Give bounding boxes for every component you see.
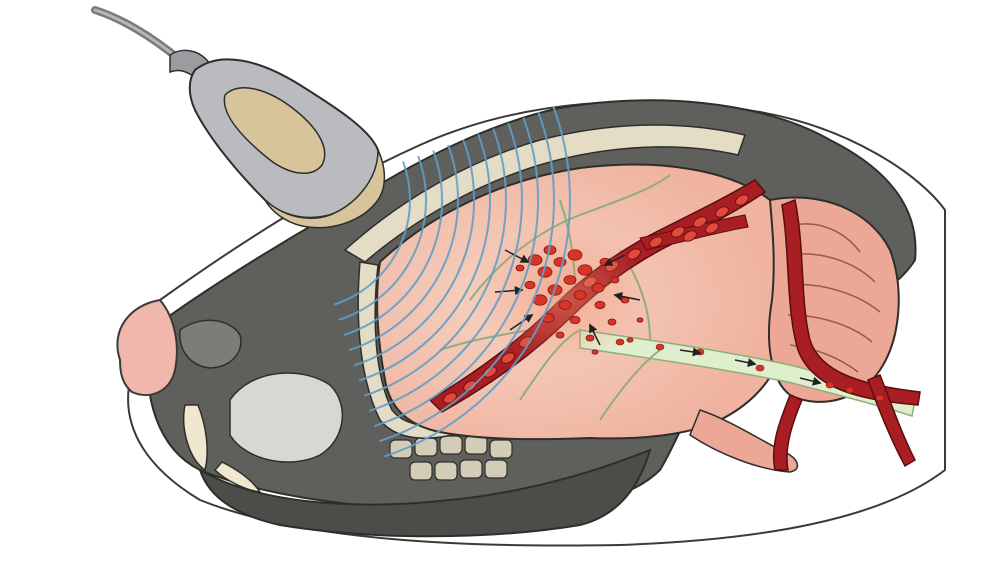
- lymph-flow-arrow-icon: [679, 347, 702, 357]
- upper-incisor: [183, 404, 208, 472]
- red-blood-cell: [649, 236, 663, 248]
- ultrasound-wave-arc: [348, 144, 459, 351]
- molar-tooth: [389, 439, 413, 459]
- ultrasound-wave-arc: [343, 150, 444, 336]
- brainstem: [689, 409, 799, 473]
- red-blood-cell: [735, 194, 749, 206]
- red-blood-cell: [636, 317, 644, 323]
- molar-tooth: [459, 459, 483, 479]
- inflow-arrow-icon: [589, 323, 601, 346]
- lower-jaw: [198, 448, 652, 538]
- molar-tooth: [484, 459, 508, 479]
- inflow-arrow-icon: [504, 249, 530, 263]
- red-blood-cell: [626, 337, 634, 343]
- nasal-cavity: [179, 319, 242, 369]
- red-blood-cell: [573, 290, 587, 300]
- molar-tooth: [434, 461, 458, 481]
- inflow-arrows: [494, 249, 641, 346]
- inflow-arrow-icon: [613, 291, 641, 301]
- red-blood-cell: [591, 349, 599, 355]
- inflow-arrow-icon: [494, 286, 524, 296]
- red-blood-cell: [443, 392, 457, 404]
- red-blood-cell: [563, 275, 577, 285]
- orbit-cavity: [229, 372, 344, 463]
- ultrasound-wave-arc: [384, 106, 571, 458]
- red-blood-cell: [577, 264, 593, 276]
- red-blood-cell: [683, 230, 697, 242]
- ultrasound-wave-arc: [358, 133, 492, 382]
- blood-vessel-lower: [772, 394, 803, 471]
- ultrasound-probe-icon: [91, 6, 386, 229]
- red-blood-cell: [715, 206, 729, 218]
- drained-red-cell: [755, 364, 765, 372]
- molar-tooth: [489, 439, 513, 459]
- drained-red-cell: [615, 338, 625, 346]
- red-blood-cell: [591, 283, 605, 293]
- extravasated-red-blood-cells: [515, 245, 644, 355]
- ultrasound-wave-arc: [379, 111, 555, 442]
- red-blood-cell: [705, 222, 719, 234]
- inflow-arrow-icon: [509, 313, 534, 331]
- red-blood-cell: [585, 334, 595, 342]
- molar-tooth: [464, 435, 488, 455]
- red-blood-cell: [594, 300, 606, 310]
- lymphatic-channel: [579, 329, 916, 417]
- molar-tooth: [414, 437, 438, 457]
- ultrasound-wave-arc: [333, 161, 411, 306]
- drained-red-cell: [875, 394, 885, 402]
- probe-grip: [223, 87, 326, 174]
- red-blood-cell: [569, 315, 581, 325]
- red-blood-cell: [693, 216, 707, 228]
- ultrasound-wave-arc: [369, 122, 523, 412]
- probe-transducer-face: [264, 149, 386, 229]
- drained-red-cell: [845, 386, 855, 394]
- probe-cable-core: [93, 8, 182, 62]
- molar-tooth: [409, 461, 433, 481]
- ultrasound-wave-arc: [338, 155, 428, 321]
- probe-cable: [91, 6, 184, 64]
- drained-red-cell: [825, 381, 835, 389]
- red-blood-cell: [567, 249, 583, 261]
- ultrasound-wave-arc: [374, 117, 539, 427]
- ultrasound-waves: [333, 106, 571, 458]
- red-blood-cell: [524, 280, 536, 290]
- red-blood-cell: [610, 276, 620, 284]
- blood-vessel-right: [781, 198, 921, 406]
- lymph-flow-arrow-icon: [799, 376, 822, 386]
- lymphatic-flow-markers: [615, 338, 885, 402]
- molar-tooth: [439, 435, 463, 455]
- inflow-arrow-icon: [603, 254, 626, 266]
- red-blood-cell: [671, 226, 685, 238]
- lower-incisor: [213, 461, 262, 493]
- red-blood-cell: [515, 264, 525, 272]
- ultrasound-wave-arc: [364, 128, 507, 397]
- red-blood-cell: [558, 300, 572, 310]
- red-blood-cell: [555, 331, 565, 339]
- lymph-flow-arrow-icon: [734, 358, 757, 368]
- molars: [389, 435, 513, 481]
- nose: [116, 298, 178, 397]
- ultrasound-wave-arc: [353, 139, 476, 367]
- drained-red-cell: [655, 343, 665, 351]
- red-blood-cell: [607, 318, 617, 326]
